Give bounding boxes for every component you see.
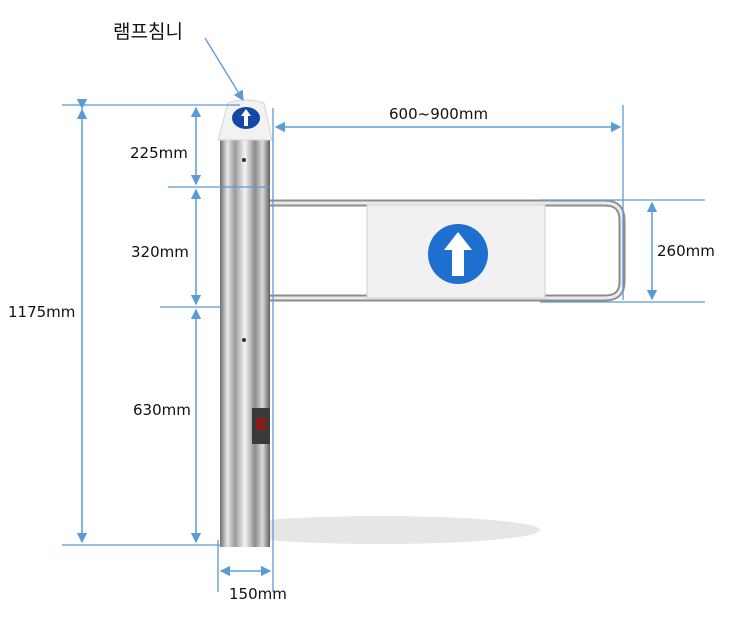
lamp-arrow-icon (232, 107, 260, 129)
lamp-chimney-label: 램프침니 (113, 21, 183, 43)
dimension-lines (62, 37, 705, 592)
total-height-label: 1175mm (8, 303, 75, 321)
lower-height-label: 630mm (133, 401, 191, 419)
arm-zone-height-label: 320mm (131, 243, 189, 261)
pillar-width-label: 150mm (229, 585, 287, 603)
cap-height-label: 225mm (130, 144, 188, 162)
arrow-up-sign-icon (428, 224, 488, 284)
swing-arm (270, 199, 626, 302)
floor-shadow (220, 516, 540, 544)
panel-height-label: 260mm (657, 242, 715, 260)
pillar (217, 99, 273, 547)
arm-length-label: 600~900mm (389, 105, 488, 123)
